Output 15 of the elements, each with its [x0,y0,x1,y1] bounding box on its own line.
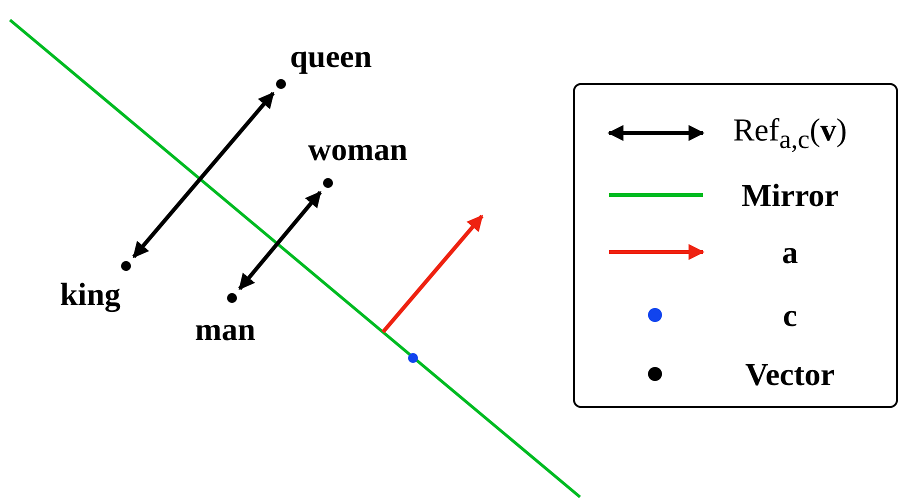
vector-point [227,293,237,303]
legend-label: c [782,299,798,331]
vector-point [323,178,333,188]
legend-label: Vector [745,358,835,390]
arrow [132,92,275,258]
word-label: man [195,313,256,345]
legend-label: Ref$_{a,c}$(v) [733,113,847,153]
word-label: king [60,278,120,310]
legend-label: Mirror [741,179,839,211]
word-label: woman [308,133,408,165]
word-label: queen [290,40,372,72]
vector-point [276,79,286,89]
vector-point [121,261,131,271]
legend-label: a [782,236,798,268]
arrow [238,190,322,290]
